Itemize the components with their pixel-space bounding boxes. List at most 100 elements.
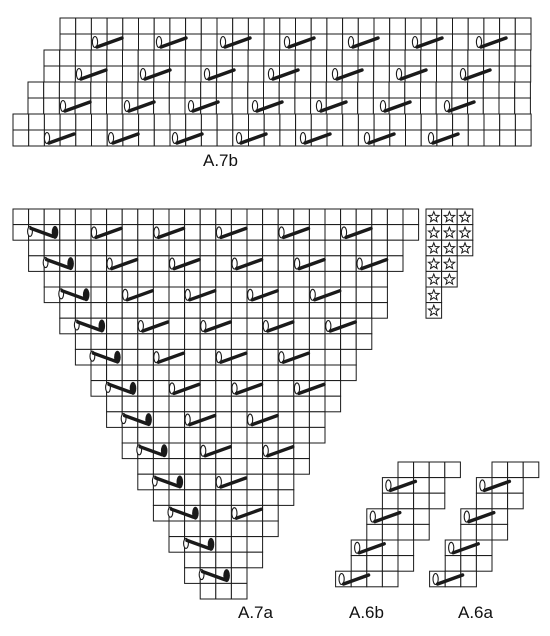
chart-cell <box>389 17 406 35</box>
cable-cross-symbol <box>363 131 396 145</box>
cable-edge-symbol <box>73 319 106 333</box>
chart-cell <box>153 49 171 67</box>
chart-cell <box>262 380 279 397</box>
chart-cell <box>152 364 170 382</box>
chart-cell <box>152 380 170 397</box>
chart-cell <box>371 270 388 288</box>
chart-cell <box>293 333 310 350</box>
chart-cell <box>499 17 516 35</box>
chart-cell <box>74 255 92 272</box>
cable-cross-symbol <box>379 99 412 113</box>
cable-cross-symbol <box>43 131 76 145</box>
chart-cell <box>184 208 201 226</box>
chart-cell <box>137 302 154 319</box>
chart-cell <box>498 49 516 67</box>
chart-cell <box>28 129 45 147</box>
chart-cell <box>308 395 326 413</box>
chart-cell <box>420 81 437 99</box>
chart-cell <box>277 270 295 288</box>
chart-cell <box>381 555 399 572</box>
chart-cell <box>373 49 390 67</box>
cable-cross-symbol <box>475 35 508 49</box>
chart-cell <box>138 17 155 35</box>
chart-cell <box>122 17 140 35</box>
chart-cell <box>277 364 295 382</box>
cable-cross-symbol <box>262 444 295 458</box>
chart-cell <box>59 302 76 319</box>
chart-cell <box>308 224 326 241</box>
chart-cell <box>483 65 500 83</box>
chart-cell <box>522 461 540 479</box>
chart-cell <box>293 364 310 382</box>
chart-cell <box>262 239 279 257</box>
cable-cross-symbol <box>215 226 248 240</box>
chart-cell <box>12 208 30 226</box>
chart-cell <box>12 224 30 241</box>
chart-cell <box>199 364 217 382</box>
chart-cell <box>366 555 383 572</box>
chart-cell <box>230 364 248 382</box>
chart-cell <box>75 129 93 147</box>
chart-cell <box>381 492 399 510</box>
chart-cell <box>59 317 76 335</box>
cable-cross-symbol <box>139 67 172 81</box>
chart-cell <box>199 520 217 538</box>
chart-cell <box>340 208 357 226</box>
chart-cell <box>215 364 232 382</box>
chart-cell <box>342 17 359 35</box>
chart-cell <box>43 239 61 257</box>
chart-cell <box>246 224 264 241</box>
chart-a7b <box>12 17 532 147</box>
cable-cross-symbol <box>235 131 268 145</box>
chart-cell <box>246 302 264 319</box>
chart-cell <box>121 348 139 366</box>
chart-cell <box>246 317 264 335</box>
star-symbol <box>427 272 441 286</box>
chart-cell <box>199 380 217 397</box>
chart-cell <box>491 492 509 510</box>
chart-cell <box>168 286 186 304</box>
chart-cell <box>91 129 108 147</box>
cable-cross-symbol <box>338 572 371 586</box>
chart-cell <box>295 17 312 35</box>
chart-cell <box>199 224 217 241</box>
chart-cell <box>184 520 201 538</box>
cable-cross-symbol <box>122 288 154 302</box>
chart-cell <box>215 97 233 115</box>
chart-cell <box>294 81 312 99</box>
cable-cross-symbol <box>309 288 342 302</box>
chart-cell <box>326 113 344 131</box>
chart-cell <box>106 65 124 83</box>
chart-cell <box>230 270 248 288</box>
chart-cell <box>262 224 279 241</box>
chart-cell <box>247 81 265 99</box>
chart-cell <box>310 65 328 83</box>
chart-cell <box>168 239 186 257</box>
chart-cell <box>230 317 248 335</box>
chart-cell <box>137 380 154 397</box>
cable-cross-symbol <box>247 288 279 302</box>
chart-cell <box>310 49 328 67</box>
cable-cross-symbol <box>137 319 170 333</box>
star-symbol <box>442 225 457 239</box>
cable-cross-symbol <box>231 257 264 271</box>
chart-cell <box>152 333 170 350</box>
chart-cell <box>185 17 202 35</box>
chart-cell <box>324 333 342 350</box>
chart-cell <box>27 81 45 99</box>
chart-cell <box>215 411 232 428</box>
star-symbol <box>442 241 457 255</box>
chart-cell <box>184 426 201 444</box>
chart-cell <box>247 33 265 51</box>
chart-cell <box>386 255 404 272</box>
chart-cell <box>153 113 171 131</box>
chart-cell <box>215 458 232 475</box>
cable-edge-symbol <box>167 506 199 520</box>
chart-cell <box>184 364 201 382</box>
chart-cell <box>475 555 493 572</box>
chart-cell <box>279 129 297 147</box>
chart-cell <box>230 395 248 413</box>
chart-cell <box>402 224 420 241</box>
chart-cell <box>216 113 234 131</box>
chart-cell <box>74 224 92 241</box>
